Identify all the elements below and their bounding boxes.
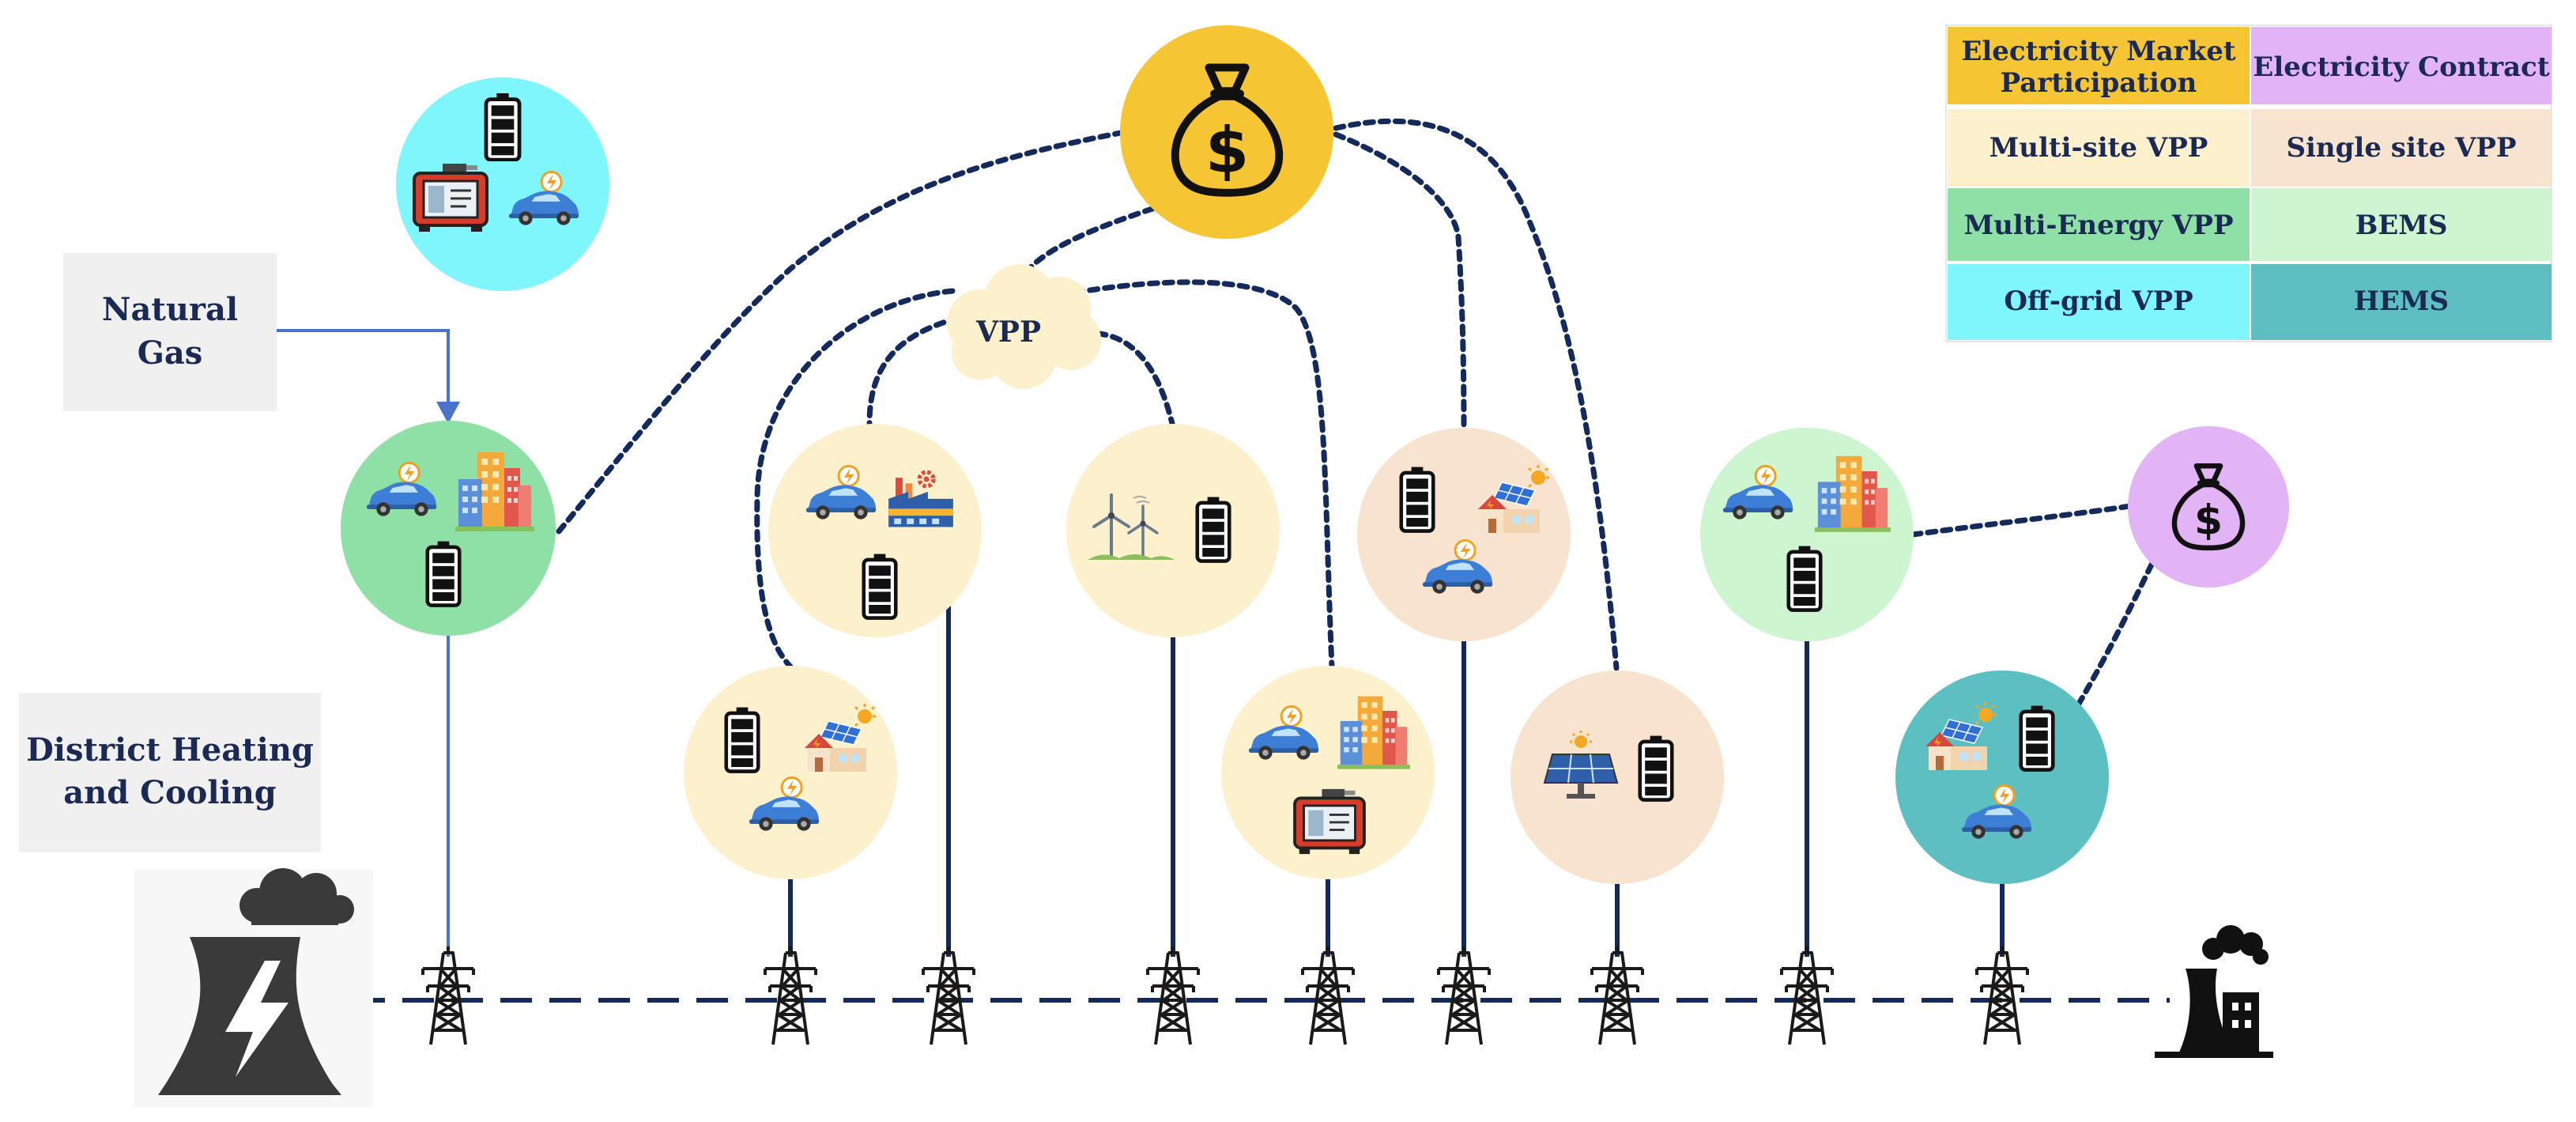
bems-node (1700, 428, 1914, 641)
off-grid-circle (396, 77, 609, 291)
towers (421, 945, 2029, 1046)
transmission-tower-icon (922, 945, 975, 1046)
transmission-tower-icon (1780, 945, 1834, 1046)
arrow-head (436, 402, 460, 424)
single-site-node-2 (1511, 671, 1724, 884)
legend-market-label-line2: Participation (2001, 67, 2197, 99)
natural-gas-label-line1: Natural (102, 291, 238, 328)
single-site-node-1 (1357, 428, 1571, 641)
generator-icon (413, 162, 488, 233)
legend-market-label-line1: Electricity Market (1961, 36, 2235, 67)
natural-gas-arrow (277, 329, 450, 405)
multi-site-node-3 (1066, 424, 1280, 637)
generator-icon (1293, 788, 1366, 856)
market-node (1120, 25, 1333, 239)
vpp-cloud: VPP (947, 264, 1101, 389)
battery-icon (2021, 706, 2053, 770)
connection-lines (277, 118, 2170, 1003)
transmission-tower-icon (1437, 945, 1491, 1046)
battery-icon (1197, 497, 1229, 561)
hems-node (1895, 671, 2109, 884)
multi-site-circle (1066, 424, 1280, 637)
multi-site-node-1 (684, 666, 897, 879)
single-site-circle (1357, 428, 1571, 641)
legend-bems-swatch (2251, 188, 2551, 261)
legend-off-grid-swatch (1948, 264, 2250, 340)
vpp-label: VPP (975, 315, 1041, 349)
multi-site-circle (684, 666, 897, 879)
natural-gas-label-line2: Gas (138, 334, 203, 372)
legend-multi-energy-label: Multi-Energy VPP (1963, 210, 2233, 241)
power-plant-large (134, 868, 373, 1107)
contract-node (2128, 426, 2289, 587)
legend-multi-site-swatch (1948, 109, 2250, 187)
transmission-tower-icon (421, 945, 475, 1046)
single-site-circle (1511, 671, 1724, 884)
district-heating-label-line1: District Heating (26, 731, 314, 769)
natural-gas-box: Natural Gas (63, 253, 277, 411)
battery-icon (726, 708, 758, 772)
legend-multi-site-label: Multi-site VPP (1990, 132, 2208, 164)
smoke-icon (2202, 925, 2269, 965)
factory-icon (2178, 969, 2259, 1056)
battery-icon (1401, 467, 1433, 531)
multi-energy-node (341, 421, 556, 636)
legend-bems-label: BEMS (2355, 210, 2448, 241)
multi-site-node-4 (1221, 666, 1435, 879)
transmission-tower-icon (1301, 945, 1355, 1046)
battery-icon (1640, 736, 1672, 800)
legend-single-site-swatch (2251, 109, 2551, 187)
transmission-tower-icon (1975, 945, 2029, 1046)
district-heating-box: District Heating and Cooling (19, 693, 321, 852)
legend-market-swatch (1948, 27, 2250, 104)
transmission-tower-icon (1590, 945, 1644, 1046)
battery-icon (428, 542, 459, 606)
legend-off-grid-label: Off-grid VPP (2004, 285, 2193, 317)
multi-site-node-2 (768, 424, 982, 637)
legend-contract-swatch (2251, 27, 2551, 104)
legend-hems-label: HEMS (2354, 285, 2449, 317)
lightning-icon (225, 961, 289, 1077)
legend-hems-swatch (2251, 264, 2551, 340)
power-plant-small (2155, 925, 2273, 1058)
battery-icon (1789, 546, 1820, 610)
district-heating-label-line2: and Cooling (63, 774, 277, 811)
hems-circle (1895, 671, 2109, 884)
battery-icon (864, 554, 896, 618)
legend-multi-energy-swatch (1948, 188, 2250, 261)
smoke-icon (239, 868, 354, 925)
off-grid-node (396, 77, 609, 291)
legend-contract-label: Electricity Contract (2253, 51, 2549, 83)
legend: Electricity Market Participation Electri… (1945, 25, 2552, 342)
transmission-tower-icon (1146, 945, 1200, 1046)
legend-single-site-label: Single site VPP (2286, 132, 2516, 164)
grid-drops (788, 603, 2005, 957)
market-links (556, 118, 2155, 707)
battery-icon (486, 93, 519, 160)
transmission-tower-icon (764, 945, 817, 1046)
